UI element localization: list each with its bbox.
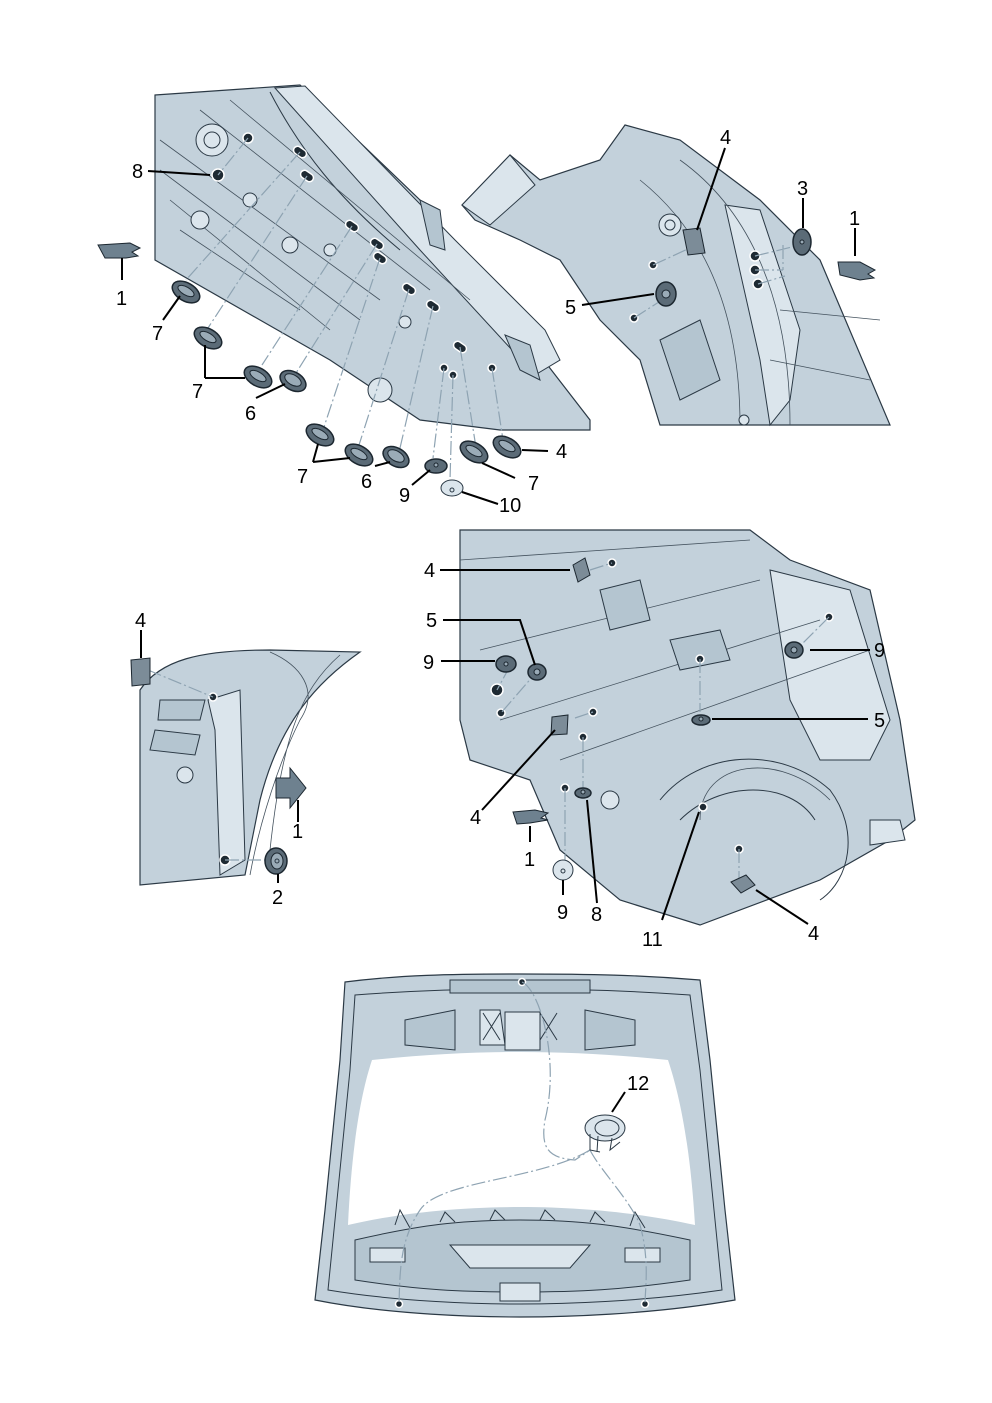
- callout-label: 7: [152, 323, 163, 345]
- oval-plug-7-d: [305, 423, 335, 447]
- callout-label: 3: [797, 178, 808, 200]
- callout-label: 8: [591, 904, 602, 926]
- callout-label: 4: [135, 610, 146, 632]
- grommet-2: [264, 847, 288, 875]
- oval-plug-7-f: [459, 440, 489, 464]
- callout-labels: 1 8 7 7 6 7 6 9 10 7 4 4 3 1 5 4 1 2 4 5…: [116, 127, 885, 1095]
- callout-label: 9: [874, 640, 885, 662]
- grommet-9-a: [495, 655, 517, 673]
- adhesive-patch-4-e: [730, 874, 756, 894]
- plug-10: [440, 479, 464, 497]
- view-underbody-front: [97, 84, 591, 505]
- grommet-5-b: [691, 714, 711, 726]
- callout-label: 9: [557, 902, 568, 924]
- adhesive-patch-4-d: [550, 714, 569, 736]
- callout-label: 1: [116, 288, 127, 310]
- callout-label: 11: [642, 929, 663, 951]
- oval-plug-4: [492, 435, 522, 459]
- callout-label: 5: [565, 297, 576, 319]
- callout-label: 8: [132, 161, 143, 183]
- oval-plug-7-e: [344, 443, 374, 467]
- oval-plug-7-c: [243, 365, 273, 389]
- callout-label: 7: [192, 381, 203, 403]
- oval-plug-6-b: [382, 445, 410, 469]
- oval-plug-7-b: [193, 326, 223, 350]
- callout-label: 7: [528, 473, 539, 495]
- callout-label: 4: [720, 127, 731, 149]
- callout-label: 4: [424, 560, 435, 582]
- callout-label: 10: [499, 495, 521, 517]
- view-rear-side-panel: [461, 124, 891, 427]
- callout-label: 6: [245, 403, 256, 425]
- callout-label: 5: [874, 710, 885, 732]
- oval-plug-6-a: [279, 369, 307, 393]
- grommet-9-b: [784, 641, 804, 659]
- callout-label: 7: [297, 466, 308, 488]
- expanding-clip-12: [584, 1114, 626, 1153]
- callout-label: 9: [399, 485, 410, 507]
- travel-direction-arrow-icon-4: [512, 809, 550, 825]
- view-underbody-rear: [440, 529, 916, 926]
- callout-label: 5: [426, 610, 437, 632]
- callout-label: 6: [361, 471, 372, 493]
- adhesive-patch-4-b: [130, 657, 151, 687]
- grommet-5: [655, 281, 677, 307]
- callout-label: 1: [849, 208, 860, 230]
- callout-label: 4: [556, 441, 567, 463]
- adhesive-patch-4: [682, 227, 706, 256]
- callout-label: 9: [423, 652, 434, 674]
- plug-3: [792, 228, 812, 256]
- callout-label: 4: [808, 923, 819, 945]
- grommet-9: [424, 458, 448, 474]
- travel-direction-arrow-icon-3: [275, 766, 307, 810]
- travel-direction-arrow-icon: [97, 242, 142, 259]
- callout-label: 1: [524, 849, 535, 871]
- view-tailgate: [314, 973, 736, 1318]
- grommet-5-a: [527, 663, 547, 681]
- callout-label: 12: [627, 1073, 649, 1095]
- grommet-9-c: [552, 859, 574, 881]
- callout-label: 4: [470, 807, 481, 829]
- grommet-8: [574, 787, 592, 799]
- callout-label: 2: [272, 887, 283, 909]
- view-wheel-housing: [130, 630, 362, 886]
- callout-label: 1: [292, 821, 303, 843]
- travel-direction-arrow-icon-2: [837, 261, 877, 281]
- adhesive-patch-4-c: [572, 557, 591, 583]
